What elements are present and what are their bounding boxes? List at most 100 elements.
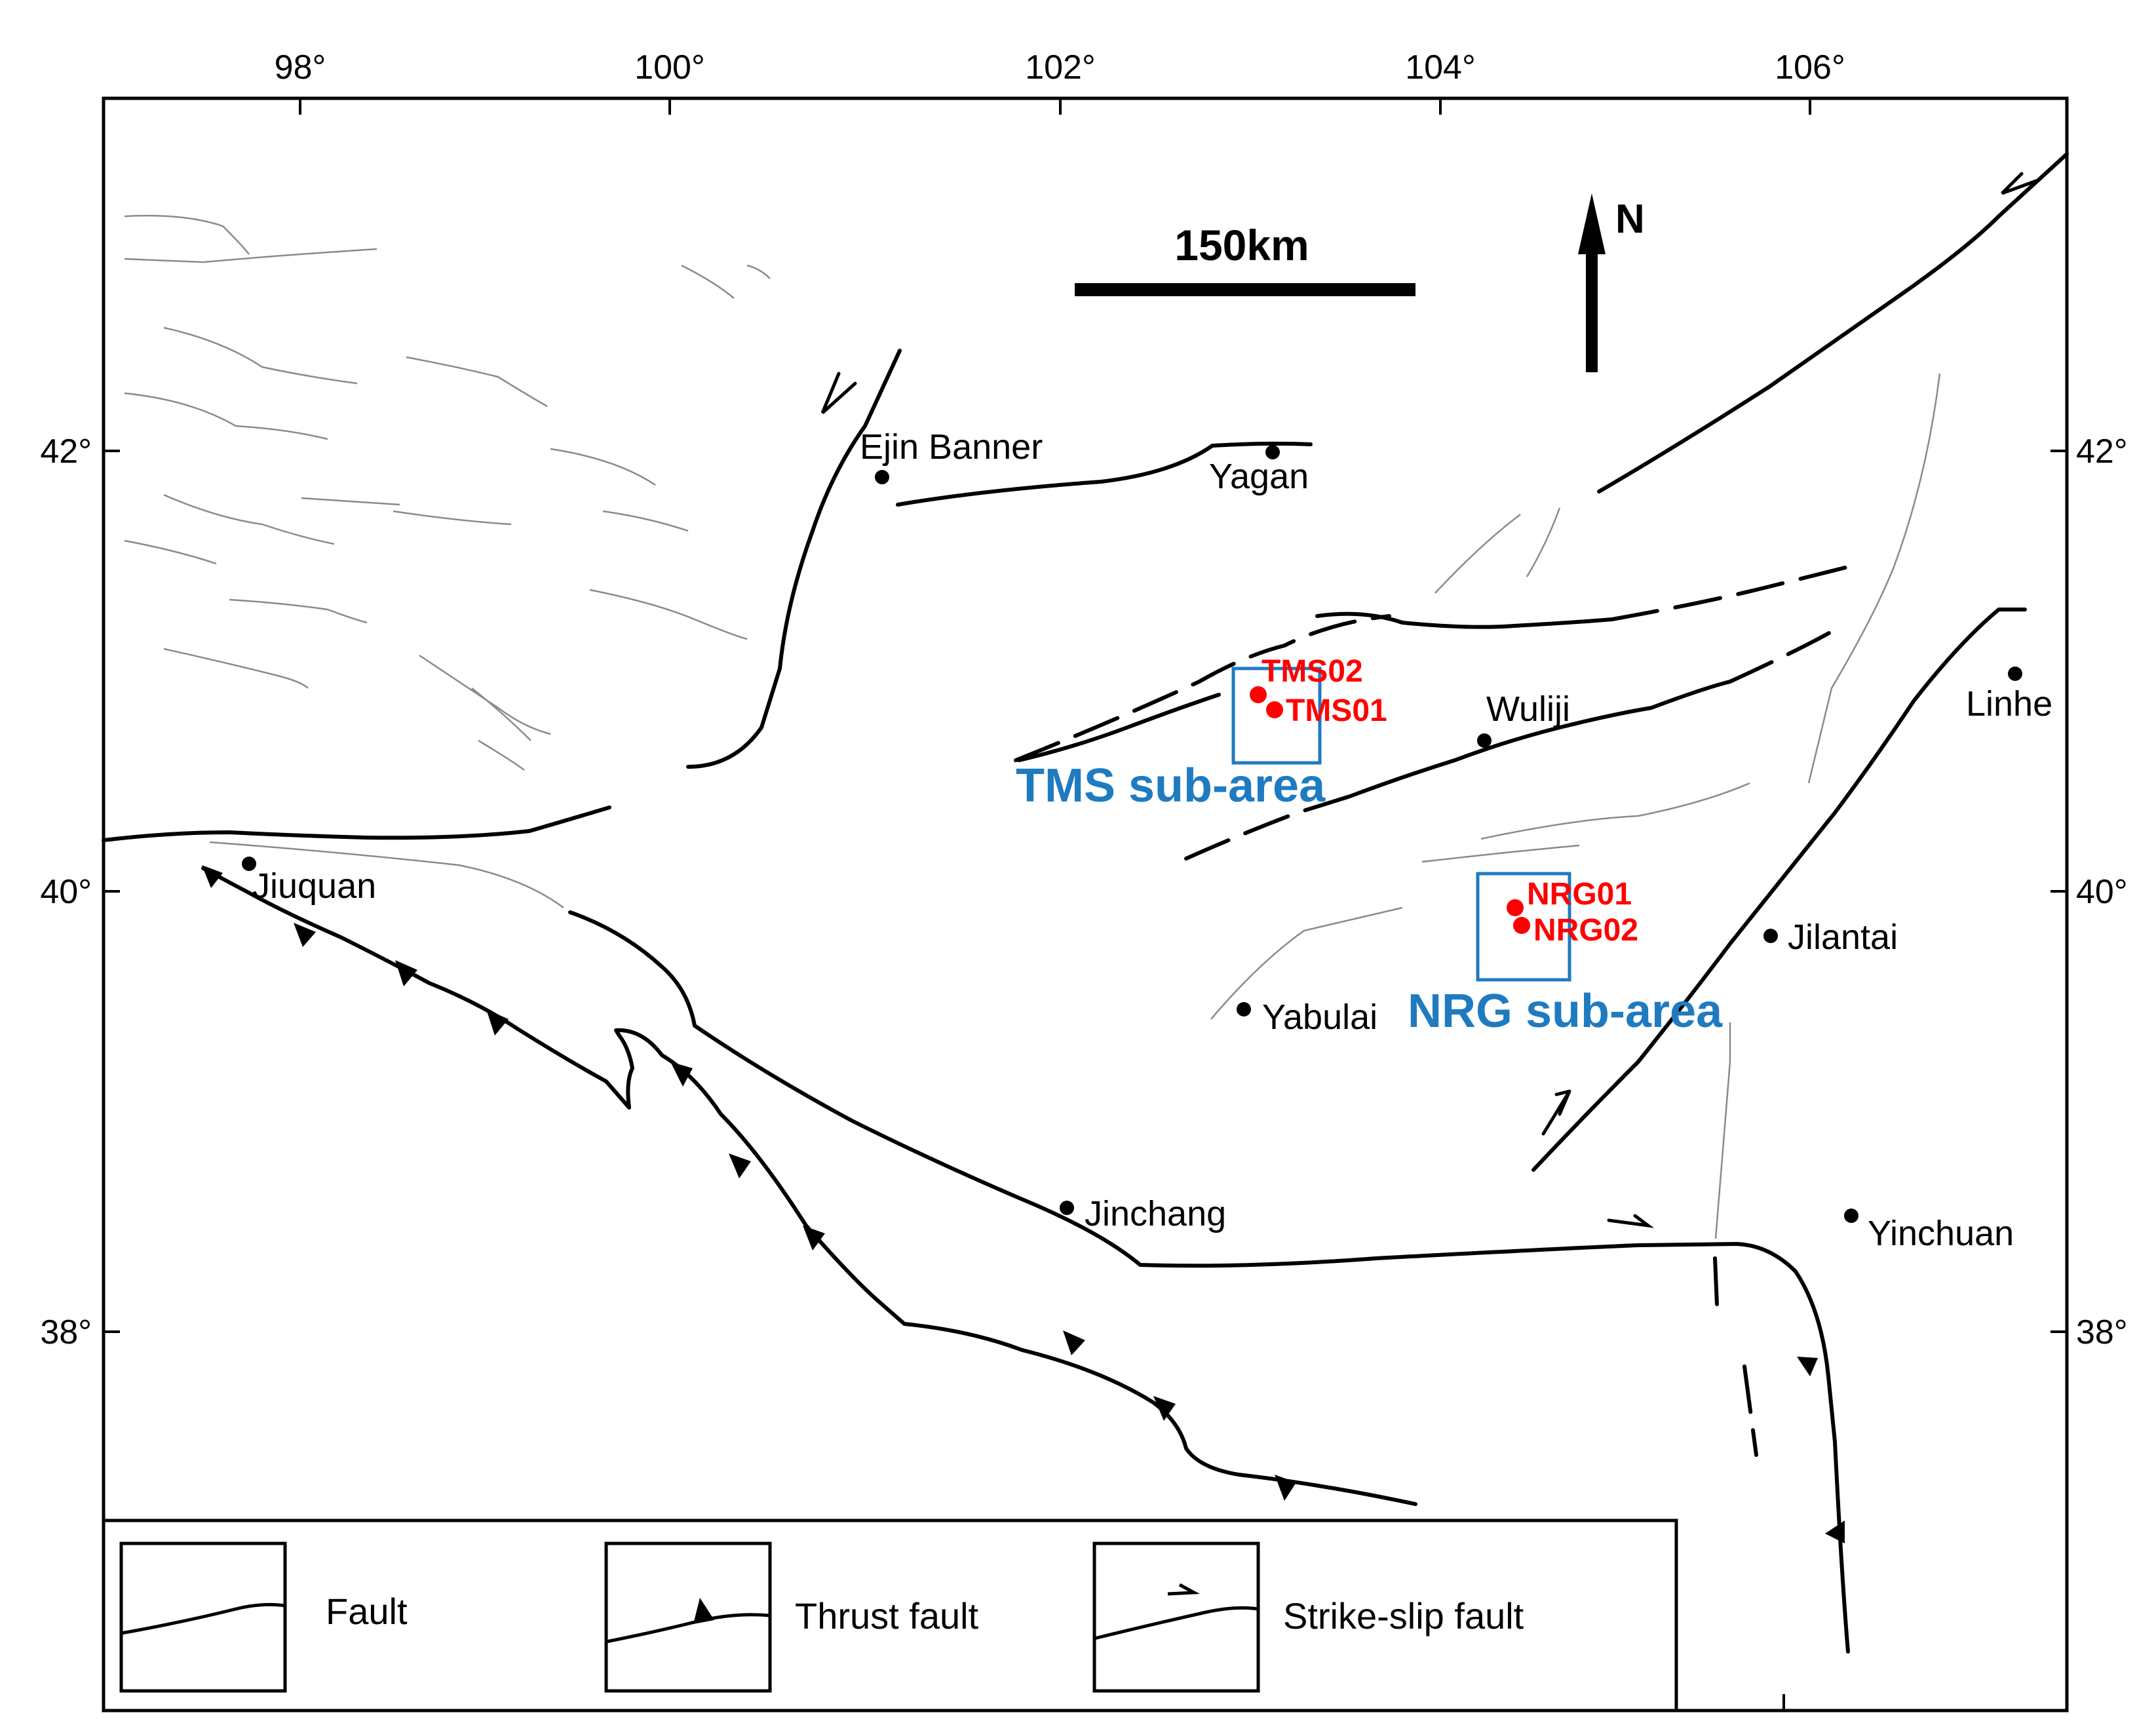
minor-fault xyxy=(209,841,564,909)
city-marker-yinchuan xyxy=(1844,1209,1858,1223)
minor-fault xyxy=(1526,507,1561,577)
site-label-tms01: TMS01 xyxy=(1286,693,1387,728)
city-label-ejin-banner: Ejin Banner xyxy=(860,427,1043,467)
legend-frame xyxy=(102,1519,1678,1713)
city-marker-jinchang xyxy=(1060,1201,1074,1215)
minor-fault xyxy=(602,510,689,532)
legend-swatch-thrust-fault xyxy=(604,1541,772,1693)
thrust-tooth xyxy=(1275,1475,1296,1501)
minor-fault xyxy=(1807,373,1941,784)
scale-bar-line xyxy=(1075,283,1415,296)
strike-slip-line-icon xyxy=(1094,1606,1259,1640)
dashed-fault-wuliji-east xyxy=(1728,624,1843,684)
thrust-tooth xyxy=(1825,1520,1845,1543)
scale-bar-label: 150km xyxy=(1174,221,1309,269)
north-arrow-icon xyxy=(1578,193,1606,254)
minor-fault xyxy=(124,392,328,440)
sub-area-label-nrg: NRG sub-area xyxy=(1408,985,1723,1037)
sub-area-box-nrg xyxy=(1476,872,1571,982)
site-marker-nrg01 xyxy=(1507,899,1524,916)
city-label-wuliji: Wuliji xyxy=(1486,689,1570,729)
strike-slip-arrow xyxy=(2001,172,2040,195)
minor-fault xyxy=(163,494,335,545)
thrust-tooth-icon xyxy=(693,1598,714,1624)
minor-fault xyxy=(163,648,309,689)
city-marker-ejin-banner xyxy=(875,470,889,484)
minor-fault xyxy=(681,264,735,299)
longitude-axis: 98° 100° 102° 104° 106° xyxy=(275,48,1845,1711)
fault-tms-south-solid xyxy=(1017,693,1221,762)
latitude-label-right-40: 40° xyxy=(2076,873,2128,911)
dashed-faults xyxy=(1014,565,1850,1457)
city-marker-yagan xyxy=(1265,445,1280,459)
minor-fault xyxy=(471,687,531,741)
sub-area-box-tms xyxy=(1231,667,1322,765)
site-marker-tms01 xyxy=(1266,701,1283,718)
north-arrow-label: N xyxy=(1615,197,1645,242)
minor-fault xyxy=(550,448,656,486)
fault-northeast xyxy=(1597,152,2069,494)
legend-label-fault: Fault xyxy=(326,1591,408,1632)
city-label-yagan: Yagan xyxy=(1209,457,1309,496)
city-label-linhe: Linhe xyxy=(1966,684,2052,724)
longitude-label-106: 106° xyxy=(1775,48,1845,87)
north-arrow-shaft xyxy=(1586,241,1598,372)
longitude-label-100: 100° xyxy=(634,48,705,87)
fault-linhe-jilantai xyxy=(1531,608,2027,1172)
dashed-fault-segment xyxy=(1713,1256,1719,1306)
legend-item-thrust-fault: Thrust fault xyxy=(604,1541,979,1693)
legend-item-fault: Fault xyxy=(119,1541,408,1693)
legend-swatch-fault xyxy=(119,1541,287,1693)
major-faults xyxy=(102,152,2069,1654)
minor-fault xyxy=(393,510,512,526)
fault-haiyuan xyxy=(568,910,1850,1654)
minor-fault xyxy=(419,654,551,735)
dashed-fault-segment xyxy=(1742,1365,1758,1457)
latitude-axis: 42° 40° 38° 42° 40° 38° xyxy=(40,433,2127,1351)
site-label-tms02: TMS02 xyxy=(1261,654,1363,689)
site-label-nrg01: NRG01 xyxy=(1527,877,1632,912)
latitude-label-right-38: 38° xyxy=(2076,1313,2128,1351)
fault-wuliji-south xyxy=(1348,680,1732,798)
minor-faults xyxy=(124,214,1941,1239)
sites: TMS02 TMS01 NRG01 NRG02 xyxy=(1250,654,1638,948)
strike-slip-arrow-icon xyxy=(1167,1583,1200,1596)
strike-slip-arrows xyxy=(820,172,2040,1228)
city-label-jilantai: Jilantai xyxy=(1788,918,1898,957)
map-frame xyxy=(102,96,2069,1713)
thrust-teeth xyxy=(202,865,1845,1543)
thrust-tooth xyxy=(395,960,417,986)
fault-ejin-banner xyxy=(686,349,902,769)
thrust-tooth xyxy=(1153,1396,1176,1421)
legend: Fault Thrust fault Strike-slip fault xyxy=(102,1519,1678,1713)
legend-label-thrust-fault: Thrust fault xyxy=(795,1595,979,1636)
longitude-label-104: 104° xyxy=(1405,48,1476,87)
minor-fault xyxy=(301,497,400,506)
city-label-yinchuan: Yinchuan xyxy=(1868,1214,2014,1253)
dashed-fault-north-east xyxy=(1610,565,1850,621)
thrust-tooth xyxy=(670,1062,693,1087)
legend-label-strike-slip-fault: Strike-slip fault xyxy=(1283,1595,1524,1636)
dashed-fault-tms-south xyxy=(1184,794,1352,861)
site-marker-tms02 xyxy=(1250,686,1267,703)
city-marker-linhe xyxy=(2008,667,2022,681)
minor-fault xyxy=(163,326,358,385)
minor-fault xyxy=(1714,1022,1731,1239)
north-arrow: N xyxy=(1578,193,1645,372)
thrust-tooth xyxy=(294,923,316,947)
minor-fault xyxy=(589,589,748,640)
legend-swatch-strike-slip-fault xyxy=(1092,1541,1260,1693)
legend-item-strike-slip-fault: Strike-slip fault xyxy=(1092,1541,1524,1693)
city-marker-wuliji xyxy=(1477,733,1492,748)
fault-line-icon xyxy=(121,1602,286,1635)
thrust-tooth xyxy=(202,865,223,888)
latitude-label-left-38: 38° xyxy=(40,1313,92,1351)
city-label-yabulai: Yabulai xyxy=(1262,997,1377,1037)
sub-area-label-tms: TMS sub-area xyxy=(1016,760,1326,812)
thrust-tooth xyxy=(729,1153,751,1178)
thrust-tooth xyxy=(486,1009,509,1036)
latitude-label-left-40: 40° xyxy=(40,873,92,911)
strike-slip-arrow xyxy=(1607,1214,1655,1228)
minor-fault xyxy=(746,264,771,279)
